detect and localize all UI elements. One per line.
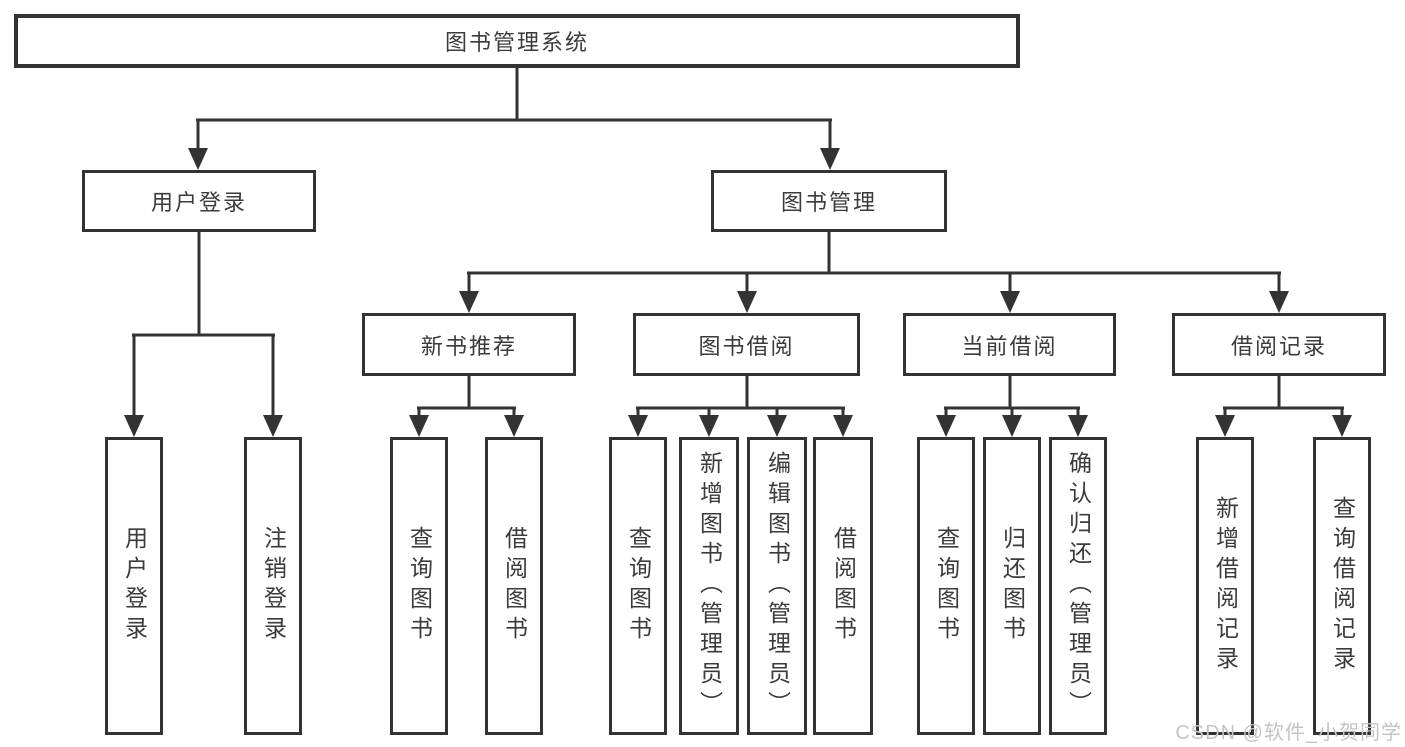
- leaf-user-login-label: 用户登录: [121, 526, 148, 646]
- leaf-confirm-return-admin: 确认归还（管理员）: [1049, 437, 1107, 735]
- leaf-add-borrow-record-label: 新增借阅记录: [1212, 496, 1239, 676]
- leaf-user-login: 用户登录: [105, 437, 163, 735]
- leaf-query-books-recommend-label: 查询图书: [406, 526, 433, 646]
- leaf-edit-book-admin-label: 编辑图书（管理员）: [764, 451, 791, 721]
- leaf-query-books-current: 查询图书: [917, 437, 975, 735]
- csdn-watermark: CSDN @软件_小贺同学: [1175, 722, 1402, 744]
- leaf-query-books-borrowing-label: 查询图书: [625, 526, 652, 646]
- leaf-borrow-books-recommend: 借阅图书: [485, 437, 543, 735]
- node-book-management-branch: 图书管理: [711, 170, 947, 232]
- leaf-add-book-admin: 新增图书（管理员）: [679, 437, 739, 735]
- node-current-borrowing: 当前借阅: [903, 313, 1116, 376]
- leaf-query-books-recommend: 查询图书: [390, 437, 448, 735]
- leaf-query-borrow-record-label: 查询借阅记录: [1329, 496, 1356, 676]
- leaf-logout-label: 注销登录: [260, 526, 287, 646]
- leaf-add-book-admin-label: 新增图书（管理员）: [696, 451, 723, 721]
- node-library-management-system: 图书管理系统: [14, 14, 1020, 68]
- leaf-borrow-books-recommend-label: 借阅图书: [501, 526, 528, 646]
- leaf-confirm-return-admin-label: 确认归还（管理员）: [1065, 451, 1092, 721]
- node-new-book-recommendation: 新书推荐: [362, 313, 576, 376]
- node-borrowing-records: 借阅记录: [1172, 313, 1386, 376]
- node-user-login-branch: 用户登录: [82, 170, 316, 232]
- node-book-borrowing: 图书借阅: [633, 313, 860, 376]
- leaf-add-borrow-record: 新增借阅记录: [1196, 437, 1254, 735]
- leaf-borrow-books: 借阅图书: [813, 437, 873, 735]
- leaf-query-books-current-label: 查询图书: [933, 526, 960, 646]
- leaf-logout: 注销登录: [244, 437, 302, 735]
- leaf-return-books: 归还图书: [983, 437, 1041, 735]
- leaf-return-books-label: 归还图书: [999, 526, 1026, 646]
- leaf-query-books-borrowing: 查询图书: [609, 437, 667, 735]
- leaf-query-borrow-record: 查询借阅记录: [1313, 437, 1371, 735]
- leaf-edit-book-admin: 编辑图书（管理员）: [747, 437, 807, 735]
- leaf-borrow-books-label: 借阅图书: [830, 526, 857, 646]
